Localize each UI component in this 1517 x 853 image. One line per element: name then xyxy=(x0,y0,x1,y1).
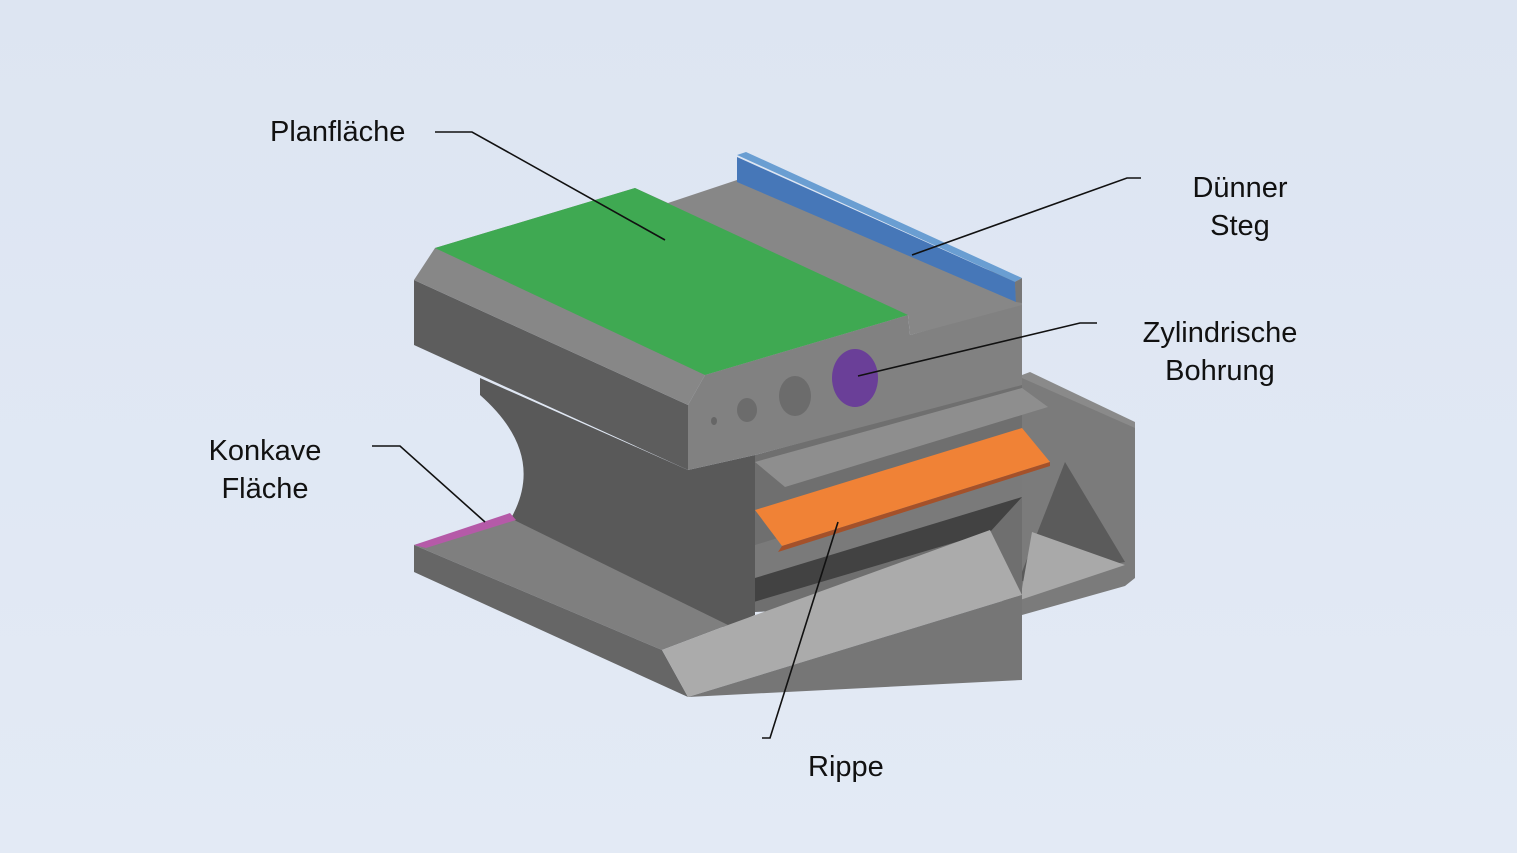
hole-small xyxy=(711,417,717,425)
bottom-slab-top xyxy=(414,518,728,650)
flat-surface xyxy=(435,188,908,375)
upper-block-left-face xyxy=(414,280,688,470)
thin-web-end xyxy=(1015,278,1022,303)
label-konkave-flaeche: Konkave Fläche xyxy=(195,432,335,508)
label-zylindrische-bohrung-line2: Bohrung xyxy=(1165,355,1275,387)
label-konkave-flaeche-line1: Konkave xyxy=(208,435,322,467)
web xyxy=(480,378,755,628)
wedge-top xyxy=(662,530,1022,697)
bottom-slab-front xyxy=(414,545,688,697)
rib-face xyxy=(755,428,1050,546)
leader-rippe xyxy=(762,521,839,739)
hole-medium xyxy=(737,398,757,422)
concave-surface-edge xyxy=(414,513,516,548)
label-planflaeche: Planfläche xyxy=(270,116,406,148)
slot-top-ledge xyxy=(755,388,1048,487)
label-zylindrische-bohrung-line1: Zylindrische xyxy=(1142,317,1298,349)
slot-dark-band xyxy=(720,497,1022,612)
cylindrical-bore xyxy=(832,349,878,407)
rear-box-top xyxy=(1022,372,1135,428)
thin-web-top xyxy=(737,152,1022,282)
label-duenner-steg: Dünner Steg xyxy=(1170,169,1310,245)
label-duenner-steg-line1: Dünner xyxy=(1192,172,1288,204)
hole-large xyxy=(779,376,811,416)
rib-edge xyxy=(778,462,1050,552)
label-duenner-steg-line2: Steg xyxy=(1210,210,1270,242)
triangle-pocket-floor xyxy=(1020,532,1125,600)
thin-web-side xyxy=(737,157,1016,302)
leader-zylindrische-bohrung xyxy=(857,322,1097,377)
label-konkave-flaeche-line2: Fläche xyxy=(221,473,309,505)
leader-planflaeche xyxy=(435,131,666,241)
leader-konkave-flaeche xyxy=(372,445,486,523)
leader-duenner-steg xyxy=(911,177,1141,256)
label-rippe: Rippe xyxy=(808,751,884,783)
label-zylindrische-bohrung: Zylindrische Bohrung xyxy=(1120,314,1320,390)
wedge-front xyxy=(688,595,1022,697)
